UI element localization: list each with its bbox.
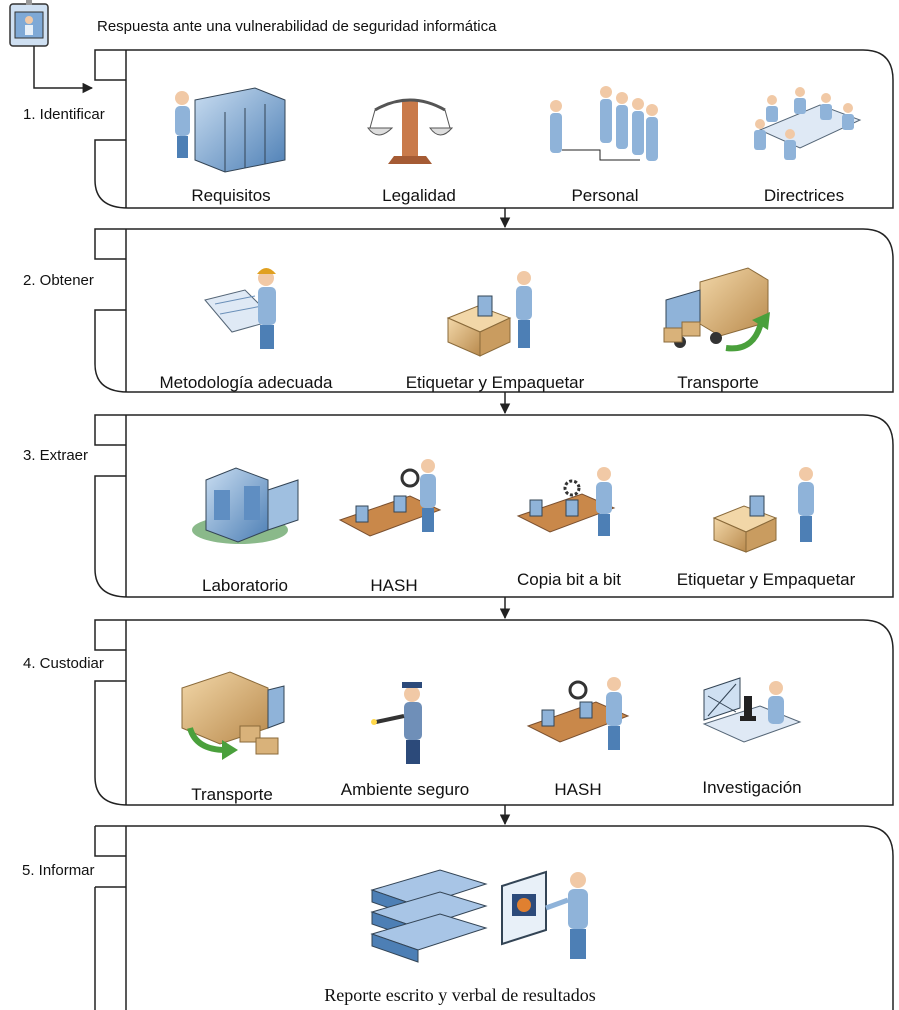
caption-directrices: Directrices xyxy=(763,186,845,205)
engineer-blueprint-icon xyxy=(204,268,276,349)
delivery-truck-icon xyxy=(663,267,770,352)
caption-etiquetar-1: Etiquetar y Empaquetar xyxy=(405,373,585,392)
caption-etiquetar-2: Etiquetar y Empaquetar xyxy=(676,570,856,589)
caption-hash-2: HASH xyxy=(554,780,602,799)
stage-label-custodiar: 4. Custodiar xyxy=(23,655,104,672)
conveyor-magnifier-icon xyxy=(338,459,442,537)
caption-metodologia: Metodología adecuada xyxy=(159,373,333,392)
caption-laboratorio: Laboratorio xyxy=(201,576,289,595)
caption-transporte-1: Transporte xyxy=(677,373,759,392)
stage-panel-5 xyxy=(94,825,894,1010)
laboratory-building-icon xyxy=(192,467,299,544)
microscope-desk-icon xyxy=(702,677,802,743)
meeting-table-icon xyxy=(754,87,862,160)
team-people-icon xyxy=(550,86,658,161)
start-connector xyxy=(33,46,94,94)
stage-label-informar: 5. Informar xyxy=(22,862,95,879)
monitor-presenter-icon xyxy=(9,0,49,47)
diagram-title: Respuesta ante una vulnerabilidad de seg… xyxy=(97,18,497,35)
caption-investigacion: Investigación xyxy=(702,778,802,797)
stage-label-extraer: 3. Extraer xyxy=(23,447,89,464)
security-guard-icon xyxy=(371,682,422,764)
stage-label-identificar: 1. Identificar xyxy=(23,106,105,123)
caption-copia-bit: Copia bit a bit xyxy=(517,570,621,589)
stage-panel-4 xyxy=(94,619,894,806)
stage-label-obtener: 2. Obtener xyxy=(23,272,94,289)
stage-panel-3 xyxy=(94,414,894,598)
justice-scale-icon xyxy=(367,98,454,164)
conveyor-magnifier-icon-2 xyxy=(526,677,630,750)
caption-hash-1: HASH xyxy=(370,576,418,595)
package-person-icon-2 xyxy=(712,467,814,553)
report-presentation-icon xyxy=(370,869,588,963)
caption-reporte: Reporte escrito y verbal de resultados xyxy=(324,985,596,1005)
stage-panel-2 xyxy=(94,228,894,393)
conveyor-gear-icon xyxy=(516,467,616,536)
package-person-icon xyxy=(446,271,532,357)
caption-legalidad: Legalidad xyxy=(382,186,456,205)
server-rack-person-icon xyxy=(175,87,286,173)
delivery-truck-icon-2 xyxy=(181,671,285,760)
caption-transporte-2: Transporte xyxy=(191,785,273,804)
caption-personal: Personal xyxy=(571,186,639,205)
caption-requisitos: Requisitos xyxy=(191,186,271,205)
caption-ambiente-seguro: Ambiente seguro xyxy=(340,780,470,799)
stage-panel-1 xyxy=(94,49,894,209)
